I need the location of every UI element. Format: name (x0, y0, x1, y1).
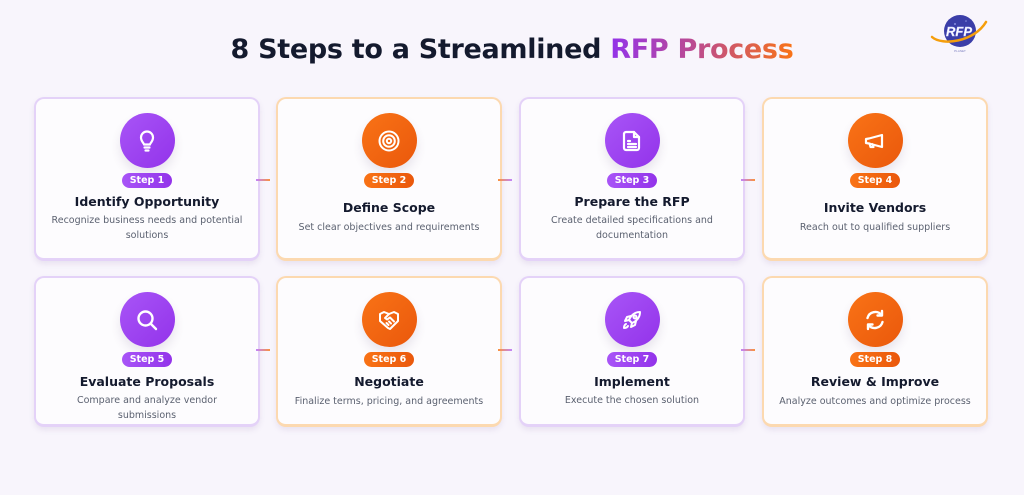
step-badge: Step 7 (606, 352, 658, 367)
step-title: Evaluate Proposals (79, 374, 215, 389)
target-icon (378, 130, 400, 151)
step-title: Define Scope (342, 200, 436, 215)
step-card-4: Step 4 Invite Vendors Reach out to quali… (762, 97, 988, 261)
step-8-icon-circle (847, 292, 903, 347)
handshake-icon (379, 310, 399, 330)
step-badge: Step 2 (363, 173, 415, 188)
lightbulb-icon (139, 129, 155, 152)
search-icon (137, 309, 158, 330)
step-description: Compare and analyze vendor submissions (76, 395, 218, 421)
svg-text:PLANET: PLANET (954, 49, 966, 53)
step-badge: Step 4 (849, 173, 901, 188)
step-description: Reach out to qualified suppliers (799, 222, 951, 233)
connector-6-7 (498, 349, 512, 351)
step-card-1: Step 1 Identify Opportunity Recognize bu… (34, 97, 260, 261)
step-description: Create detailed specifications and docum… (551, 215, 713, 241)
step-title: Implement (594, 374, 670, 389)
refresh-icon (866, 309, 884, 330)
step-card-6: Step 6 Negotiate Finalize terms, pricing… (276, 276, 502, 427)
step-title: Identify Opportunity (74, 194, 220, 209)
page-title: 8 Steps to a Streamlined RFP Process (0, 34, 1024, 65)
step-1-icon-circle (119, 113, 175, 168)
step-title: Review & Improve (810, 374, 940, 389)
title-accent: RFP Process (610, 34, 794, 65)
step-card-2: Step 2 Define Scope Set clear objectives… (276, 97, 502, 261)
step-description: Finalize terms, pricing, and agreements (294, 396, 484, 407)
megaphone-icon (864, 133, 884, 148)
connector-1-2 (256, 179, 270, 181)
step-badge: Step 1 (121, 173, 173, 188)
step-card-3: Step 3 Prepare the RFP Create detailed s… (519, 97, 745, 261)
rfp-logo: RFP PLANET (928, 12, 988, 54)
step-title: Negotiate (354, 374, 424, 389)
step-description: Analyze outcomes and optimize process (779, 396, 971, 407)
step-6-icon-circle (361, 292, 417, 347)
step-description: Execute the chosen solution (564, 395, 700, 406)
step-2-icon-circle (361, 113, 417, 168)
step-5-icon-circle (119, 292, 175, 347)
rocket-icon (623, 310, 641, 329)
step-description: Recognize business needs and potential s… (51, 215, 243, 241)
logo-text: RFP (946, 24, 972, 39)
step-card-8: Step 8 Review & Improve Analyze outcomes… (762, 276, 988, 427)
step-description: Set clear objectives and requirements (298, 222, 480, 233)
title-prefix: 8 Steps to a Streamlined (230, 34, 611, 65)
step-4-icon-circle (847, 113, 903, 168)
planet-logo-icon: RFP PLANET (930, 15, 988, 53)
step-badge: Step 8 (849, 352, 901, 367)
connector-3-4 (741, 179, 755, 181)
step-badge: Step 5 (121, 352, 173, 367)
connector-5-6 (256, 349, 270, 351)
step-title: Invite Vendors (823, 200, 927, 215)
step-badge: Step 3 (606, 173, 658, 188)
step-card-7: Step 7 Implement Execute the chosen solu… (519, 276, 745, 427)
step-7-icon-circle (604, 292, 660, 347)
step-title: Prepare the RFP (574, 194, 690, 209)
step-badge: Step 6 (363, 352, 415, 367)
step-card-5: Step 5 Evaluate Proposals Compare and an… (34, 276, 260, 427)
document-icon (622, 130, 641, 151)
connector-7-8 (741, 349, 755, 351)
step-3-icon-circle (604, 113, 660, 168)
connector-2-3 (498, 179, 512, 181)
